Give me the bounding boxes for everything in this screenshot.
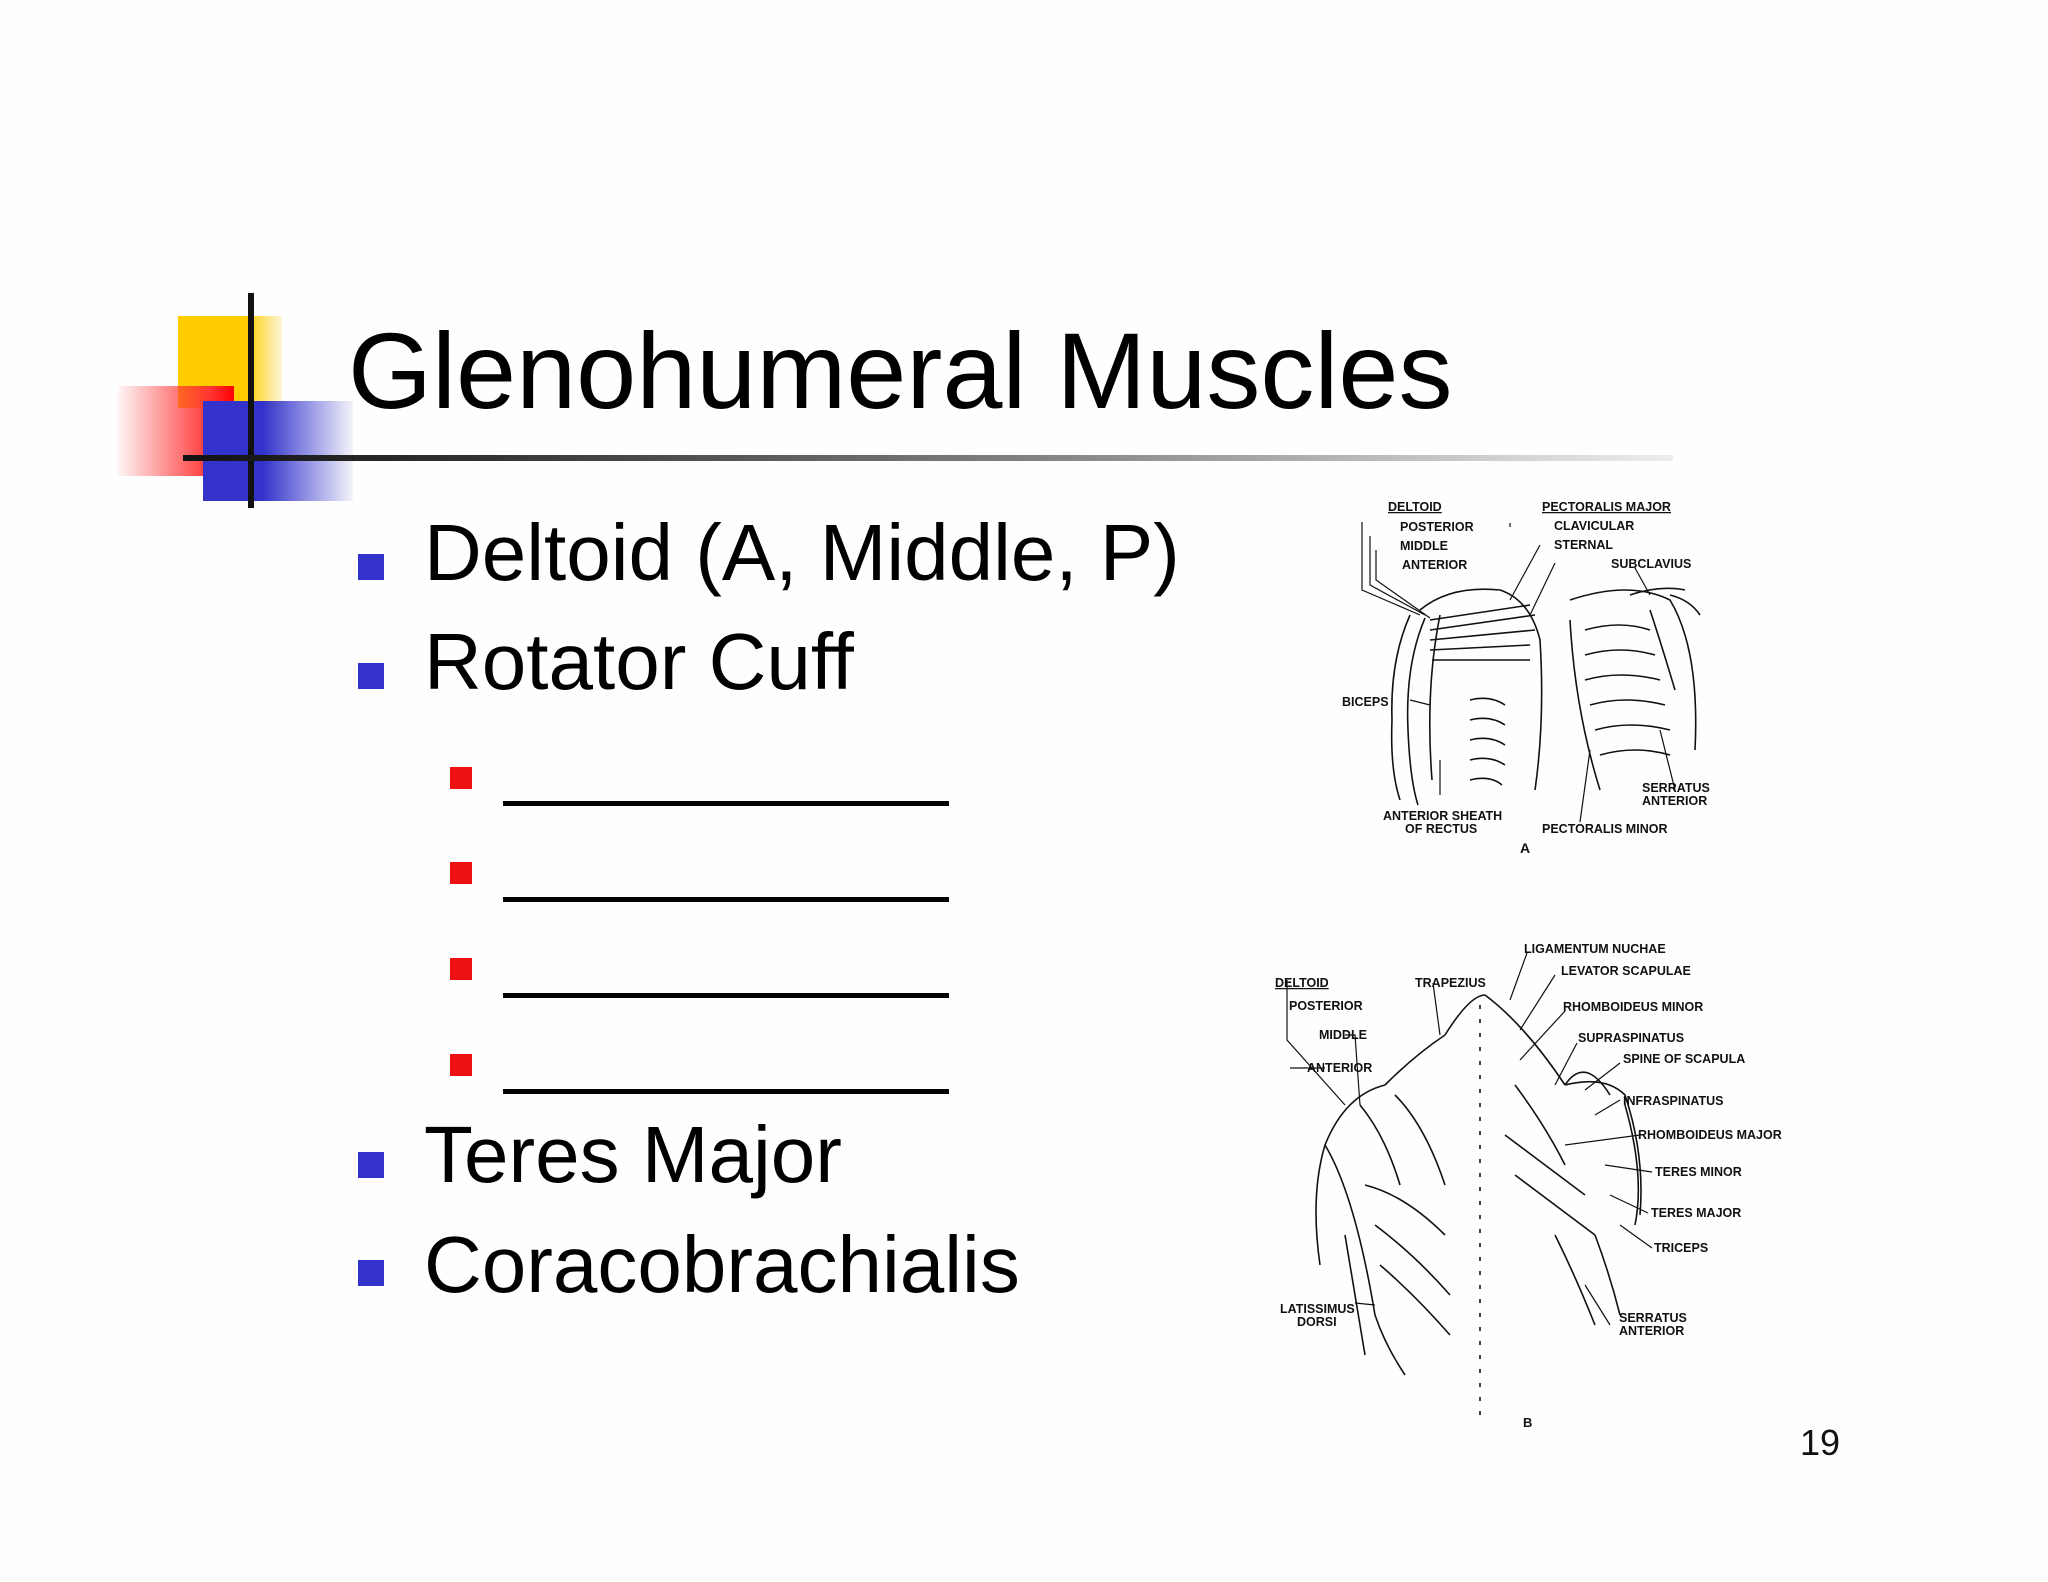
label-subclavius: SUBCLAVIUS — [1611, 557, 1691, 571]
label-serratus-anterior: ANTERIOR — [1642, 794, 1707, 808]
label-spine-of-scapula: SPINE OF SCAPULA — [1623, 1052, 1745, 1066]
label-posterior: POSTERIOR — [1289, 999, 1363, 1013]
bullet-marker — [358, 663, 384, 689]
label-sternal: STERNAL — [1554, 538, 1613, 552]
label-serratus-anterior: ANTERIOR — [1619, 1324, 1684, 1338]
bullet-teres-major: Teres Major — [424, 1110, 842, 1199]
bullet-marker — [358, 1260, 384, 1286]
label-deltoid: DELTOID — [1388, 500, 1442, 514]
label-biceps: BICEPS — [1342, 695, 1389, 709]
sub-bullet-marker — [450, 767, 472, 789]
decor-vertical-rule — [248, 293, 254, 508]
blank-line — [503, 993, 949, 998]
blank-line — [503, 1089, 949, 1094]
panel-label-b: B — [1523, 1415, 1532, 1430]
bullet-marker — [358, 554, 384, 580]
panel-label-a: A — [1520, 840, 1530, 856]
decor-blue-square — [203, 401, 353, 501]
label-pectoralis-major: PECTORALIS MAJOR — [1542, 500, 1671, 514]
bullet-deltoid: Deltoid (A, Middle, P) — [424, 508, 1180, 597]
figure-anterior-muscles: DELTOID POSTERIOR MIDDLE ANTERIOR PECTOR… — [1342, 500, 1710, 856]
label-latissimus: LATISSIMUS — [1280, 1302, 1355, 1316]
label-levator-scapulae: LEVATOR SCAPULAE — [1561, 964, 1691, 978]
label-teres-major: TERES MAJOR — [1651, 1206, 1741, 1220]
label-supraspinatus: SUPRASPINATUS — [1578, 1031, 1684, 1045]
label-pectoralis-minor: PECTORALIS MINOR — [1542, 822, 1667, 836]
blank-line — [503, 897, 949, 902]
label-rhomboideus-major: RHOMBOIDEUS MAJOR — [1638, 1128, 1782, 1142]
label-infraspinatus: INFRASPINATUS — [1623, 1094, 1723, 1108]
label-serratus: SERRATUS — [1642, 781, 1710, 795]
page-number: 19 — [1800, 1422, 1841, 1463]
sub-bullet-marker — [450, 958, 472, 980]
label-trapezius: TRAPEZIUS — [1415, 976, 1486, 990]
sub-bullet-marker — [450, 862, 472, 884]
label-rhomboideus-minor: RHOMBOIDEUS MINOR — [1563, 1000, 1703, 1014]
label-dorsi: DORSI — [1297, 1315, 1337, 1329]
blank-line — [503, 801, 949, 806]
label-deltoid: DELTOID — [1275, 976, 1329, 990]
label-anterior: ANTERIOR — [1402, 558, 1467, 572]
label-of-rectus: OF RECTUS — [1405, 822, 1477, 836]
bullet-coracobrachialis: Coracobrachialis — [424, 1220, 1020, 1309]
label-serratus: SERRATUS — [1619, 1311, 1687, 1325]
label-teres-minor: TERES MINOR — [1655, 1165, 1742, 1179]
label-middle: MIDDLE — [1400, 539, 1448, 553]
title-underline — [183, 455, 1673, 461]
label-triceps: TRICEPS — [1654, 1241, 1708, 1255]
label-clavicular: CLAVICULAR — [1554, 519, 1634, 533]
bullet-rotator-cuff: Rotator Cuff — [424, 617, 854, 706]
label-posterior: POSTERIOR — [1400, 520, 1474, 534]
bullet-marker — [358, 1152, 384, 1178]
label-anterior-sheath: ANTERIOR SHEATH — [1383, 809, 1502, 823]
figure-posterior-muscles: LIGAMENTUM NUCHAE LEVATOR SCAPULAE DELTO… — [1275, 942, 1782, 1430]
label-middle: MIDDLE — [1319, 1028, 1367, 1042]
label-anterior: ANTERIOR — [1307, 1061, 1372, 1075]
label-ligamentum-nuchae: LIGAMENTUM NUCHAE — [1524, 942, 1666, 956]
slide-title: Glenohumeral Muscles — [348, 310, 1453, 431]
sub-bullet-marker — [450, 1054, 472, 1076]
